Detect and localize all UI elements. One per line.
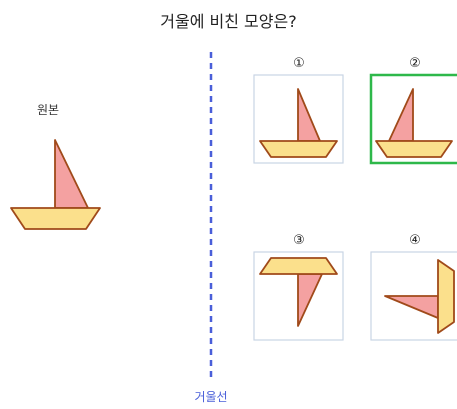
option-1-hull <box>260 141 337 157</box>
original-boat <box>11 140 100 229</box>
original-hull <box>11 208 100 229</box>
option-3-card[interactable] <box>254 252 343 340</box>
option-1-card[interactable] <box>254 75 343 163</box>
original-sail <box>55 140 88 208</box>
option-4-hull <box>438 260 454 333</box>
option-4-card[interactable] <box>371 252 457 340</box>
option-2-card[interactable] <box>371 75 457 163</box>
option-2-hull <box>376 141 452 157</box>
option-3-hull <box>260 258 337 274</box>
